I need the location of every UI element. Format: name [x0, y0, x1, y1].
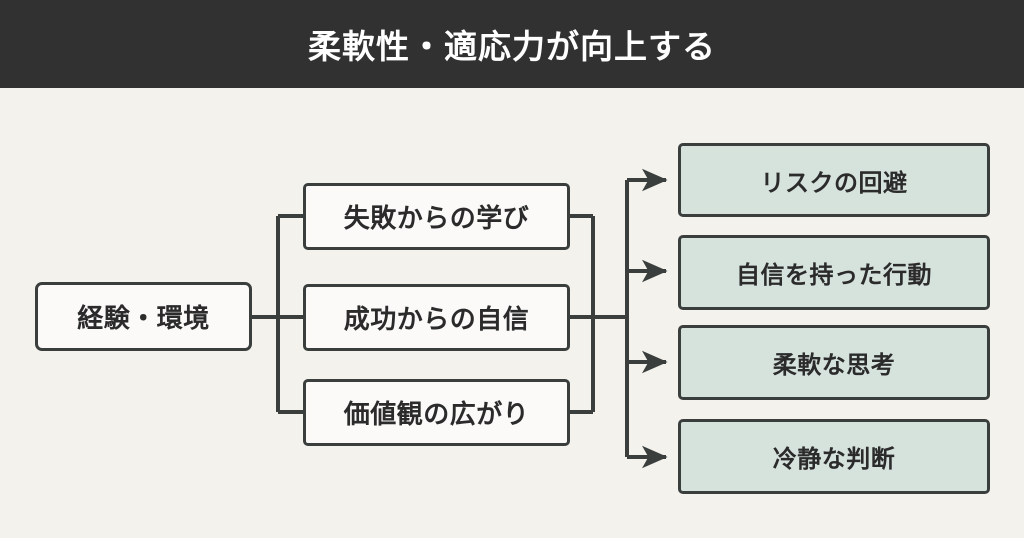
node-label: リスクの回避 [760, 169, 908, 197]
node-outcome-calm-judgment[interactable]: 冷静な判断 [678, 419, 990, 494]
node-outcome-confident-action[interactable]: 自信を持った行動 [678, 235, 990, 310]
connector-lines [252, 168, 668, 469]
node-outcome-risk-avoidance[interactable]: リスクの回避 [678, 143, 990, 217]
node-label: 失敗からの学び [343, 203, 530, 233]
node-root-experience-environment[interactable]: 経験・環境 [35, 282, 252, 351]
diagram-body: 経験・環境 失敗からの学び 成功からの自信 価値観の広がり リスクの回避 自信を… [0, 88, 1024, 538]
node-outcome-flexible-thinking[interactable]: 柔軟な思考 [678, 325, 990, 400]
node-label: 経験・環境 [77, 303, 210, 333]
page-title: 柔軟性・適応力が向上する [308, 28, 716, 65]
node-middle-confidence-from-success[interactable]: 成功からの自信 [303, 284, 570, 351]
header-bar [0, 0, 1024, 88]
node-middle-broadening-values[interactable]: 価値観の広がり [303, 379, 570, 446]
node-label: 自信を持った行動 [736, 262, 932, 289]
node-label: 柔軟な思考 [772, 352, 896, 379]
node-middle-learning-from-failure[interactable]: 失敗からの学び [303, 183, 570, 250]
node-label: 成功からの自信 [343, 304, 530, 334]
node-label: 価値観の広がり [343, 399, 530, 429]
node-label: 冷静な判断 [772, 446, 896, 473]
